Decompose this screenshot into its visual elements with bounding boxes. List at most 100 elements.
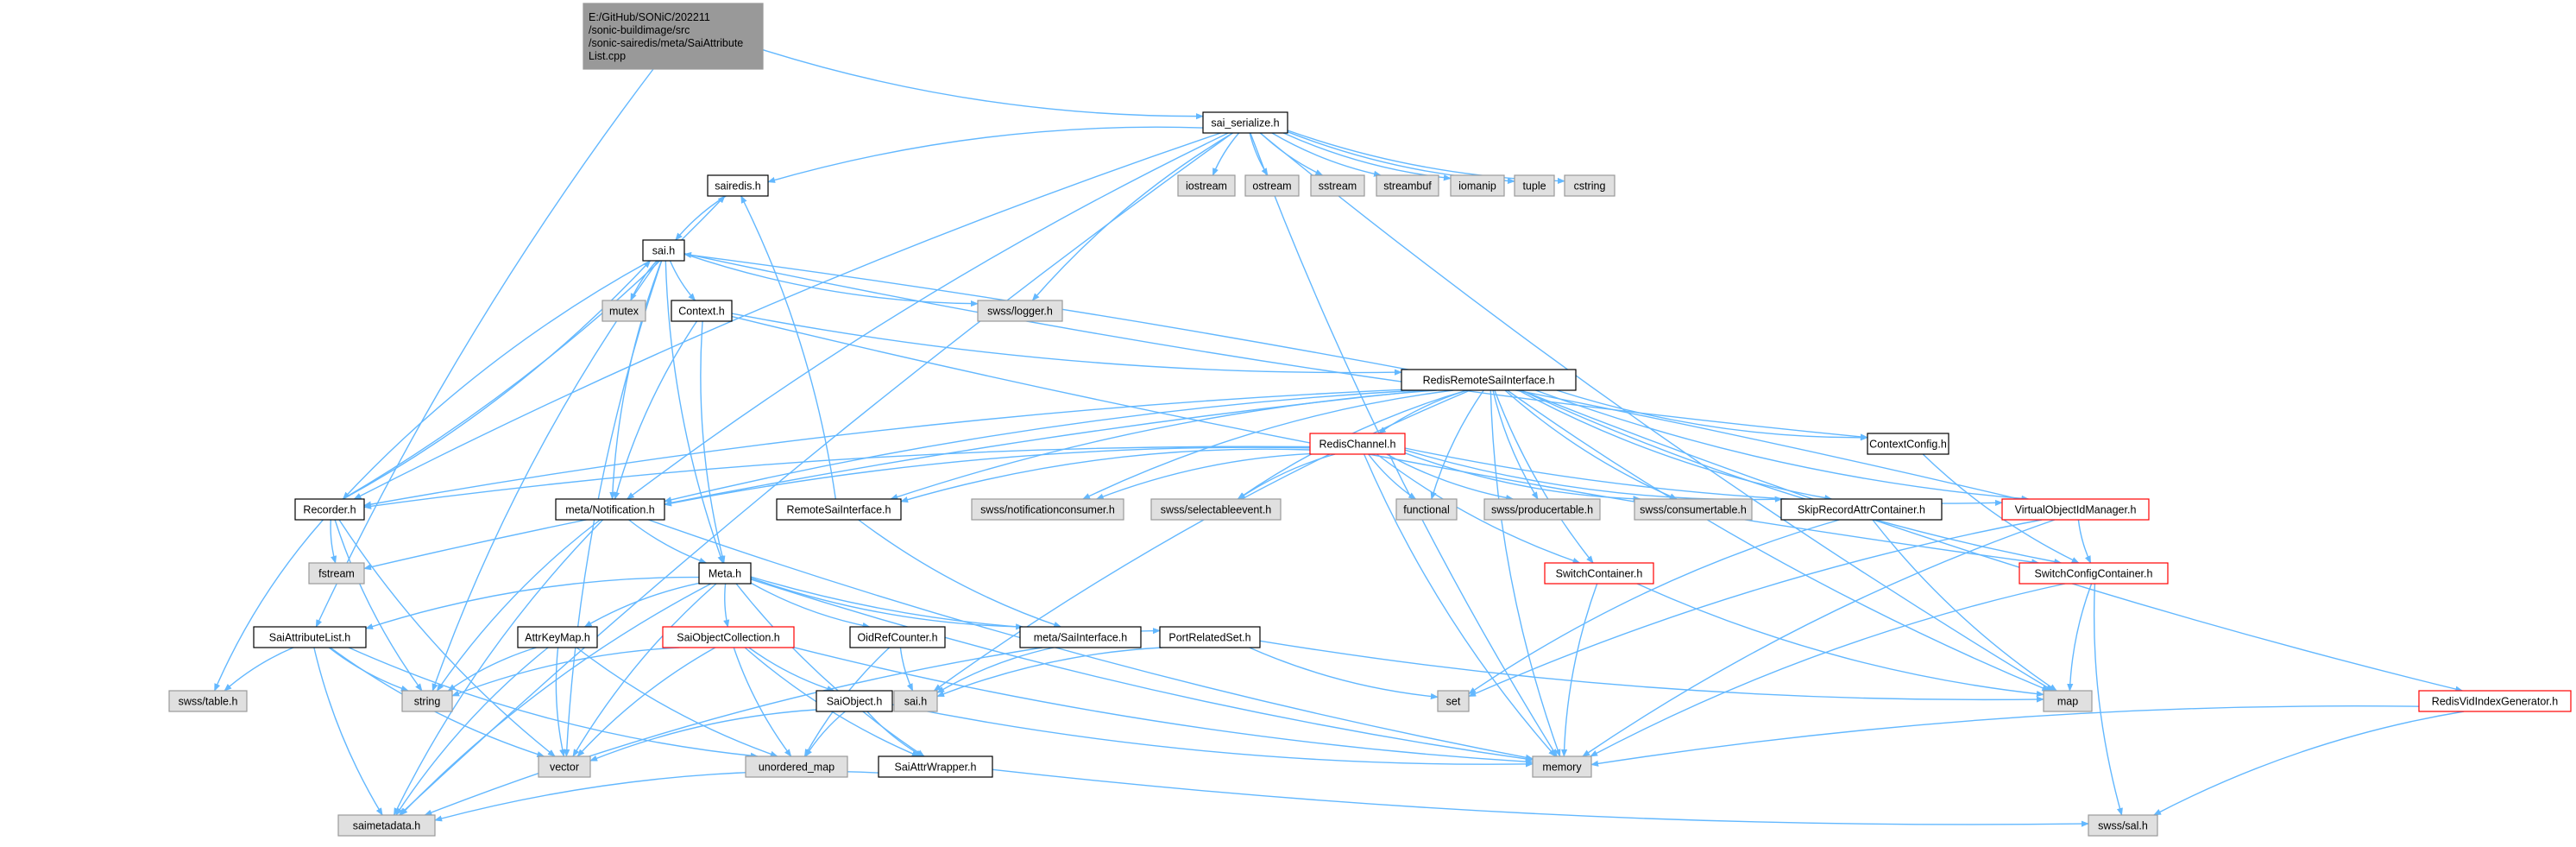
node-cstring-label: cstring <box>1574 180 1606 193</box>
edge-meta-to-memory <box>750 578 1534 762</box>
edge-sai_serialize-to-cstring <box>1287 130 1565 185</box>
node-saiobject[interactable]: SaiObject.h <box>816 690 893 712</box>
node-redisvid-label: RedisVidIndexGenerator.h <box>2432 696 2558 708</box>
node-producertable-label: swss/producertable.h <box>1491 504 1593 516</box>
edge-saiobject-to-unorderedmap <box>805 711 846 757</box>
node-vector: vector <box>538 755 591 778</box>
node-saiobjcoll[interactable]: SaiObjectCollection.h <box>662 626 795 648</box>
edge-attrkeymap-to-string <box>447 647 537 692</box>
node-saiattrwrapper[interactable]: SaiAttrWrapper.h <box>878 755 993 778</box>
node-map-box <box>2043 690 2093 712</box>
node-portrelated[interactable]: PortRelatedSet.h <box>1159 626 1261 648</box>
edge-switchconfig-to-swsssal <box>2093 583 2123 816</box>
node-oidref[interactable]: OidRefCounter.h <box>849 626 946 648</box>
node-attrkeymap[interactable]: AttrKeyMap.h <box>517 626 598 648</box>
node-iomanip: iomanip <box>1450 174 1505 197</box>
node-ostream: ostream <box>1244 174 1300 197</box>
node-swsstable-box <box>168 690 248 712</box>
node-redischannel-label: RedisChannel.h <box>1319 439 1396 451</box>
node-remotesai[interactable]: RemoteSaiInterface.h <box>776 498 902 521</box>
edge-sai-to-contextconfig <box>683 253 1868 440</box>
edge-saiattrlist-to-unorderedmap <box>348 647 759 759</box>
edge-portrelated-to-map <box>1259 640 2044 703</box>
node-notification[interactable]: meta/Notification.h <box>555 498 665 521</box>
node-ostream-box <box>1244 174 1300 197</box>
edge-redisremote-to-functional <box>1430 389 1484 500</box>
node-vidmanager-box <box>2001 498 2150 521</box>
node-context[interactable]: Context.h <box>671 300 733 322</box>
node-memory: memory <box>1532 755 1592 778</box>
edge-redisremote-to-switchcontainer <box>1494 389 1594 564</box>
edge-meta-to-saiattrlist <box>365 576 700 629</box>
edge-root-to-saiattrlist <box>315 68 654 628</box>
node-sai_serialize[interactable]: sai_serialize.h <box>1202 111 1288 134</box>
node-sairedis[interactable]: sairedis.h <box>707 174 769 197</box>
node-root[interactable]: E:/GitHub/SONiC/202211/sonic-buildimage/… <box>583 3 764 70</box>
edge-sai-to-recorder <box>342 260 651 500</box>
edge-saiobject-to-memory <box>891 704 1534 768</box>
node-vidmanager-label: VirtualObjectIdManager.h <box>2015 504 2137 516</box>
node-attrkeymap-box <box>517 626 598 648</box>
node-redischannel[interactable]: RedisChannel.h <box>1309 433 1406 455</box>
node-notifconsumer-box <box>971 498 1124 521</box>
node-redisremote[interactable]: RedisRemoteSaiInterface.h <box>1401 369 1577 391</box>
node-swsssal-box <box>2088 814 2158 837</box>
node-saiattrwrapper-box <box>878 755 993 778</box>
node-saih2-label: sai.h <box>904 696 927 708</box>
edge-redischannel-to-functional <box>1368 453 1417 500</box>
edge-redisremote-to-skiprecord <box>1518 389 1833 502</box>
node-switchcontainer-box <box>1544 562 1654 585</box>
edge-saiobject-to-vector <box>589 709 817 762</box>
node-cstring-box <box>1564 174 1616 197</box>
edge-attrkeymap-to-vector <box>555 647 566 757</box>
edge-redisvid-to-swsssal <box>2153 711 2465 816</box>
node-saih2: sai.h <box>893 690 938 712</box>
node-recorder[interactable]: Recorder.h <box>294 498 365 521</box>
edge-redischannel-to-selectable <box>1238 453 1336 500</box>
node-skiprecord[interactable]: SkipRecordAttrContainer.h <box>1780 498 1943 521</box>
edge-context-to-notification <box>614 320 698 500</box>
node-swsslogger: swss/logger.h <box>977 300 1063 322</box>
edge-redischannel-to-notifconsumer <box>1095 452 1311 500</box>
node-producertable: swss/producertable.h <box>1483 498 1601 521</box>
node-fstream-box <box>308 562 365 585</box>
node-metasai-box <box>1019 626 1142 648</box>
node-saiattrlist[interactable]: SaiAttributeList.h <box>253 626 367 648</box>
edge-redisremote-to-notification <box>664 389 1419 503</box>
node-sai_serialize-box <box>1202 111 1288 134</box>
node-metasai[interactable]: meta/SaiInterface.h <box>1019 626 1142 648</box>
node-vidmanager[interactable]: VirtualObjectIdManager.h <box>2001 498 2150 521</box>
node-saih2-box <box>893 690 938 712</box>
edge-redisremote-to-contextconfig <box>1556 389 1868 441</box>
node-sai[interactable]: sai.h <box>642 239 685 262</box>
node-redisvid[interactable]: RedisVidIndexGenerator.h <box>2418 690 2572 712</box>
node-meta[interactable]: Meta.h <box>698 562 752 585</box>
edge-attrkeymap-to-unorderedmap <box>576 647 778 757</box>
node-string: string <box>401 690 453 712</box>
edge-context-to-meta <box>700 320 726 564</box>
node-selectable: swss/selectableevent.h <box>1150 498 1282 521</box>
node-context-box <box>671 300 733 322</box>
node-switchconfig[interactable]: SwitchConfigContainer.h <box>2019 562 2169 585</box>
edge-sai-to-notification <box>609 260 663 500</box>
node-recorder-box <box>294 498 365 521</box>
node-contextconfig[interactable]: ContextConfig.h <box>1867 433 1949 455</box>
edge-context-to-switchconfig <box>731 315 2040 566</box>
edge-portrelated-to-set <box>1249 647 1439 700</box>
edge-redischannel-to-consumertable <box>1404 452 1641 503</box>
node-sstream-label: sstream <box>1319 180 1357 193</box>
node-switchcontainer[interactable]: SwitchContainer.h <box>1544 562 1654 585</box>
node-root-label: /sonic-sairedis/meta/SaiAttribute <box>589 37 743 49</box>
node-switchcontainer-label: SwitchContainer.h <box>1556 568 1643 580</box>
edge-metasai-to-saimetadata <box>424 647 1042 816</box>
node-fstream-label: fstream <box>318 568 355 580</box>
node-saiobjcoll-label: SaiObjectCollection.h <box>677 632 780 644</box>
node-switchconfig-box <box>2019 562 2169 585</box>
edge-redisremote-to-consumertable <box>1504 389 1678 500</box>
edge-redisremote-to-switchconfig <box>1521 389 2063 566</box>
node-saiattrwrapper-label: SaiAttrWrapper.h <box>895 762 977 774</box>
node-saimetadata-box <box>337 814 436 837</box>
node-notifconsumer-label: swss/notificationconsumer.h <box>980 504 1115 516</box>
node-sairedis-label: sairedis.h <box>715 180 761 193</box>
edge-meta-to-oidref <box>750 582 871 629</box>
